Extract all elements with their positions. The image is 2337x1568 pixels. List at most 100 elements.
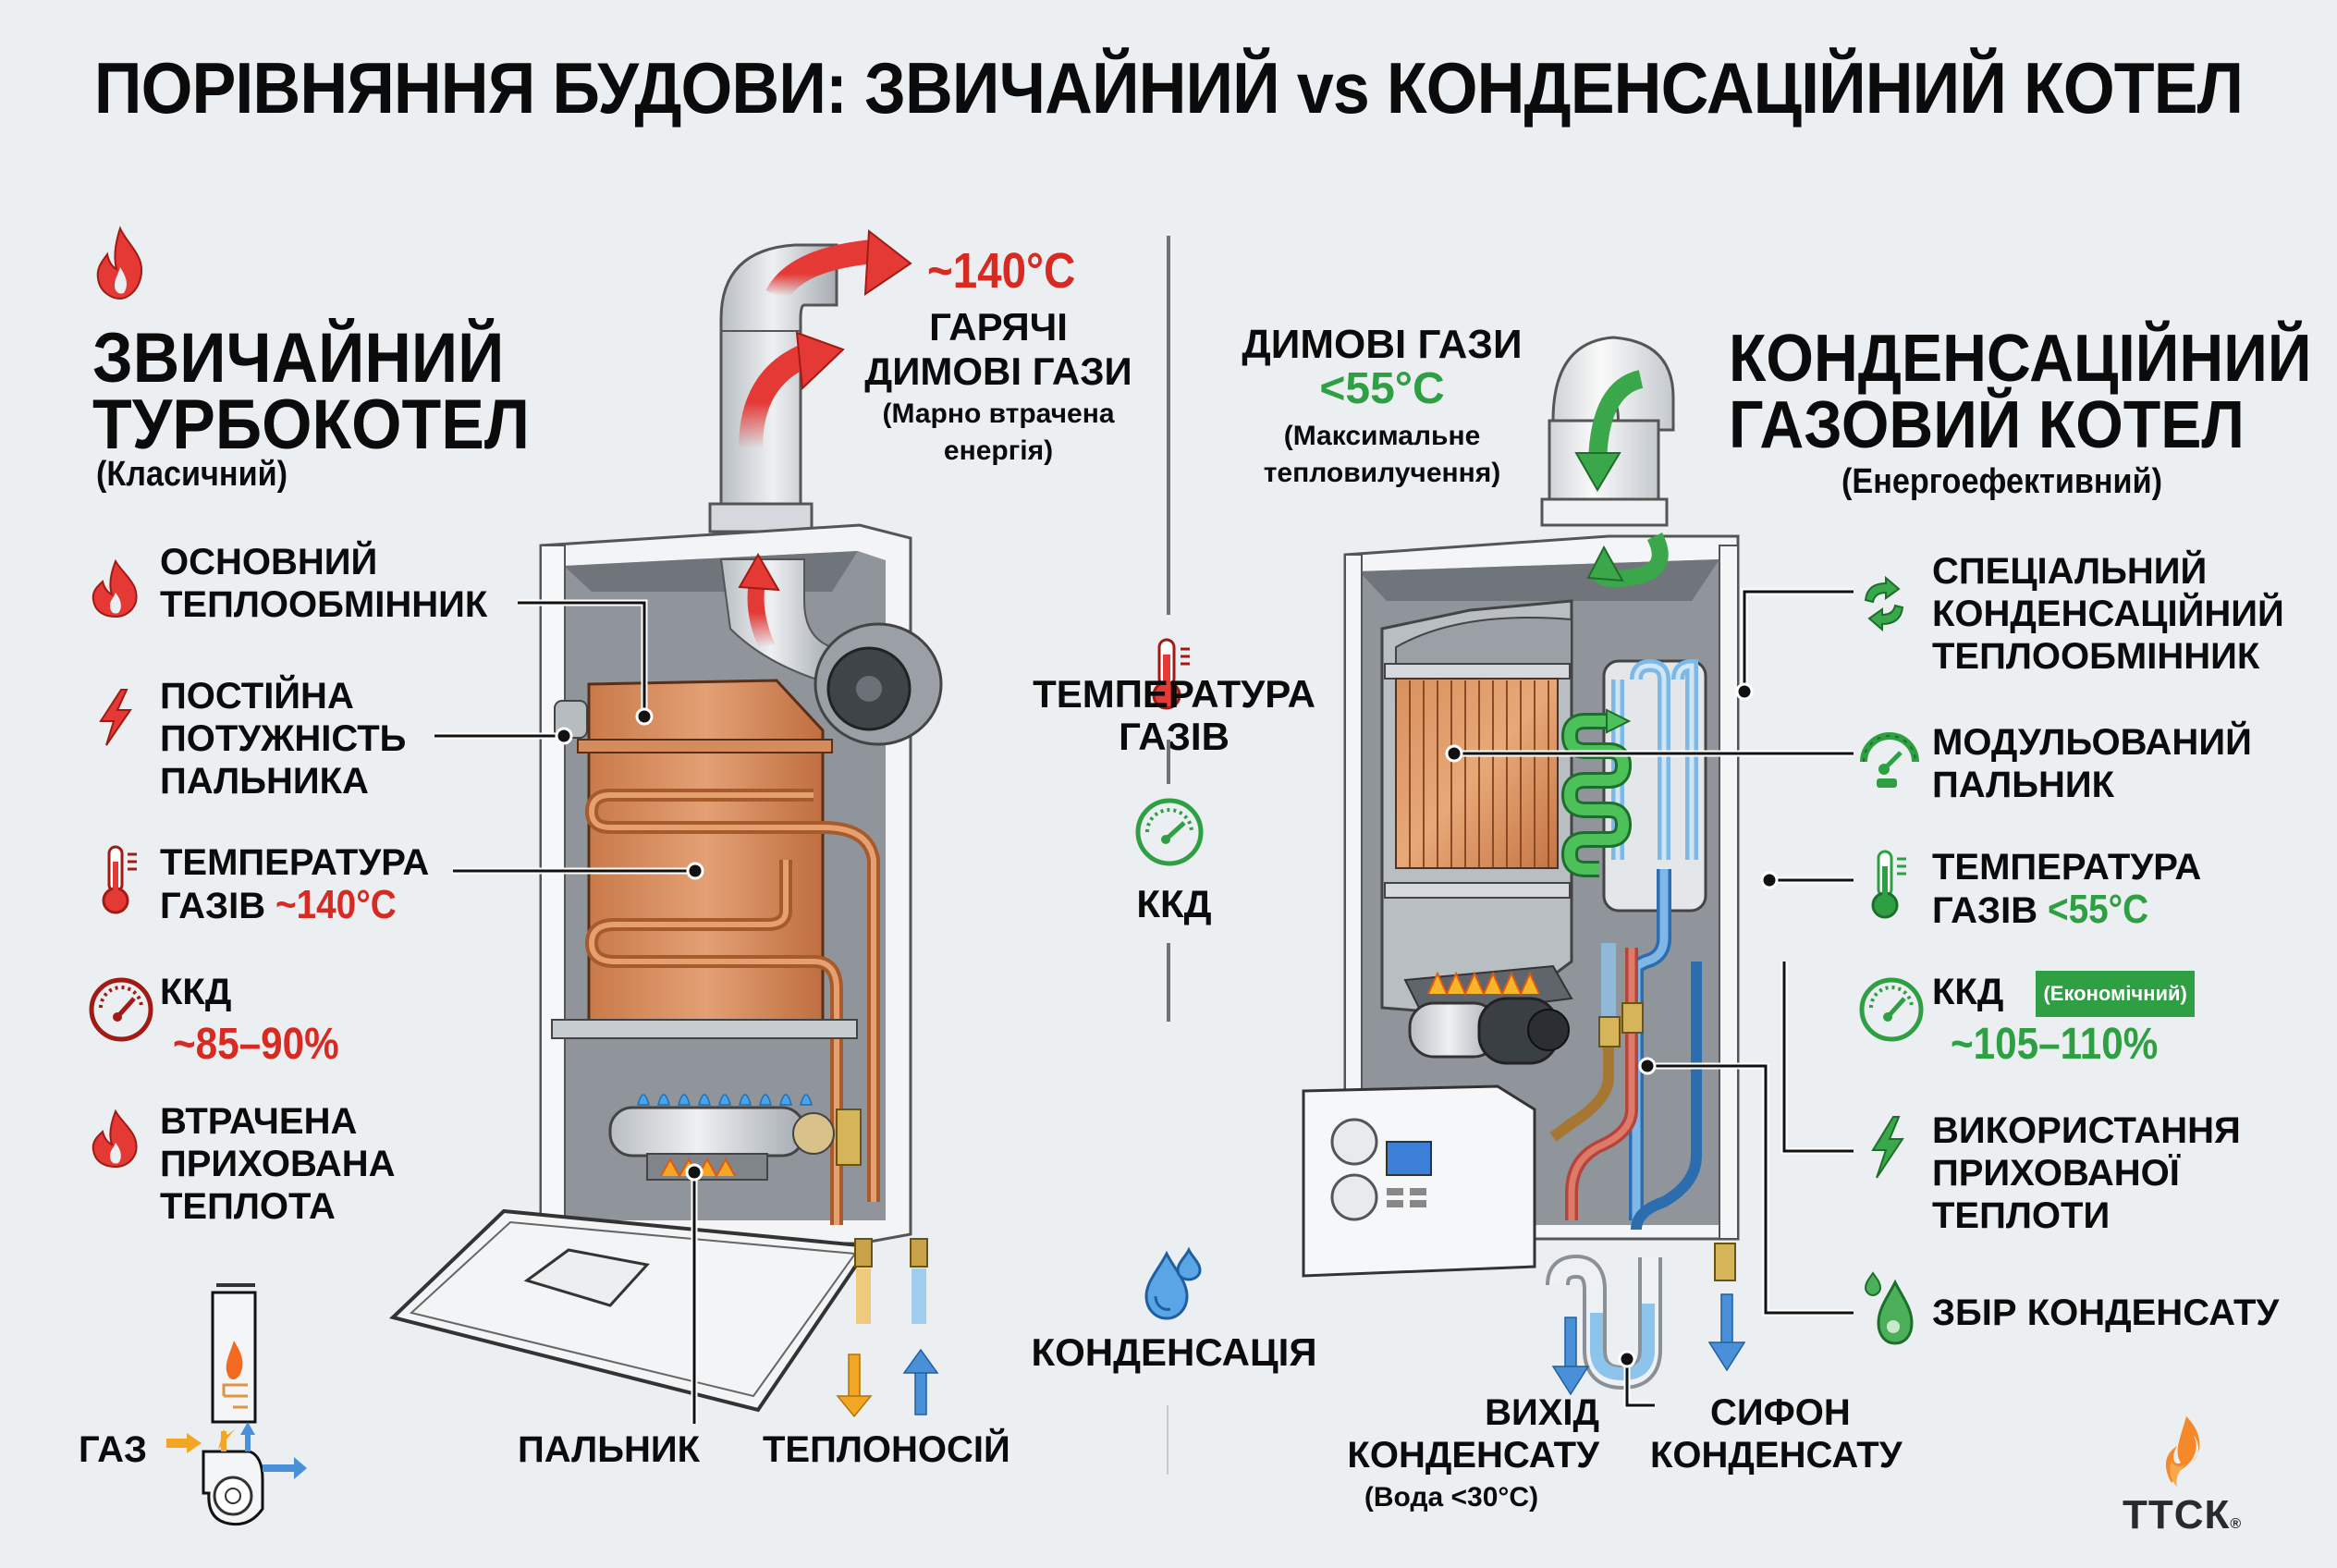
condensing-flue-note-line2: тепловилучення)	[1263, 458, 1501, 488]
flame-icon	[96, 226, 143, 300]
feature-line: СПЕЦІАЛЬНИЙ	[1932, 551, 2208, 592]
conventional-flue-note-line2: енергія)	[943, 435, 1054, 466]
feature-line: ТЕПЛООБМІННИК	[160, 584, 488, 625]
feature-line: ТЕПЛОТИ	[1932, 1195, 2111, 1236]
condensate-siphon	[1546, 1254, 1662, 1390]
conventional-efficiency-value: ~85–90%	[173, 1020, 339, 1069]
center-item-label: ГАЗІВ	[1119, 715, 1230, 758]
outlet-label-line2: КОНДЕНСАТУ	[1347, 1435, 1599, 1476]
conventional-flue-label-line2: ДИМОВІ ГАЗИ	[864, 349, 1132, 393]
feature-line: ВТРАЧЕНА	[160, 1101, 358, 1142]
modulating-burner	[1403, 964, 1573, 1065]
feature-line: ПАЛЬНИК	[1932, 765, 2114, 805]
condensing-flue-label: ДИМОВІ ГАЗИ	[1242, 322, 1523, 367]
fan	[814, 622, 943, 746]
modulation-gauge-icon	[1860, 732, 1919, 788]
feature-line: ГАЗІВ	[1932, 890, 2038, 931]
condensing-flue-note-line1: (Максимальне	[1283, 421, 1481, 451]
water-drops-icon	[1144, 1246, 1202, 1320]
feature-line: МОДУЛЬОВАНИЙ	[1932, 722, 2252, 763]
feature-line: ВИКОРИСТАННЯ	[1932, 1110, 2241, 1151]
conventional-cabinet	[539, 523, 912, 1245]
condensing-title-line1: КОНДЕНСАЦІЙНИЙ	[1729, 322, 2312, 396]
conventional-flue-temperature: ~140°C	[927, 243, 1076, 299]
condensing-gas-temperature-value: <55°C	[2048, 887, 2149, 932]
condensing-subtitle: (Енергоефективний)	[1841, 462, 2162, 501]
condensing-flue-temperature: <55°C	[1319, 364, 1445, 413]
siphon-label-line1: СИФОН	[1710, 1392, 1851, 1433]
feature-line: ККД	[1932, 972, 2004, 1012]
feature-line: ПРИХОВАНОЇ	[1932, 1153, 2180, 1194]
feature-line: ПАЛЬНИКА	[160, 761, 369, 802]
feature-line: ТЕМПЕРАТУРА	[160, 842, 430, 883]
burner	[608, 1094, 862, 1181]
conventional-title-line2: ТУРБОКОТЕЛ	[92, 386, 530, 464]
recycle-icon	[1864, 575, 1904, 632]
flame-icon	[226, 1341, 243, 1379]
coolant-label: ТЕПЛОНОСІЙ	[763, 1429, 1010, 1470]
economic-badge: (Економічний)	[2036, 971, 2195, 1018]
flame-icon	[92, 1109, 138, 1169]
hot-gas-arrow	[739, 345, 810, 449]
thermometer-icon	[1871, 850, 1906, 919]
feature-line: ПОСТІЙНА	[160, 676, 354, 717]
feature-line: ПОТУЖНІСТЬ	[160, 718, 407, 759]
feature-line: ТЕПЛООБМІННИК	[1932, 636, 2260, 677]
logo-text: ТТСК	[2123, 1492, 2231, 1537]
thermometer-icon	[1152, 638, 1190, 710]
condensate-flow-arrows	[1551, 1293, 1746, 1396]
condensing-heat-exchanger-drum	[1384, 617, 1572, 899]
mini-boiler-diagram	[166, 1283, 307, 1526]
center-item-label: ТЕМПЕРАТУРА	[1033, 672, 1315, 716]
flue-pipe	[1540, 336, 1675, 527]
flame-icon	[92, 558, 138, 619]
gauge-icon	[89, 977, 153, 1042]
gauge-icon	[1135, 798, 1204, 866]
feature-line: ГАЗІВ	[160, 886, 266, 926]
center-item-label: КОНДЕНСАЦІЯ	[1031, 1330, 1317, 1374]
feature-line: ККД	[160, 972, 232, 1012]
water-pipes	[1549, 869, 1736, 1281]
conventional-gas-temperature-value: ~140°C	[275, 882, 397, 927]
feature-line: ПРИХОВАНА	[160, 1144, 396, 1184]
feature-line: ТЕМПЕРАТУРА	[1932, 847, 2202, 888]
feature-line: ЗБІР КОНДЕНСАТУ	[1932, 1292, 2280, 1333]
conventional-title-line1: ЗВИЧАЙНИЙ	[92, 319, 505, 398]
leader-lines-right	[1445, 588, 1854, 1409]
center-item-label: ККД	[1136, 882, 1212, 925]
leader-lines-left	[434, 599, 704, 1424]
center-divider	[1167, 236, 1170, 615]
conventional-flue-note-line1: (Марно втрачена	[882, 398, 1115, 429]
gas-label: ГАЗ	[79, 1429, 148, 1470]
coolant-pipes	[854, 1238, 928, 1324]
logo-flame-icon	[2165, 1416, 2200, 1487]
thermometer-icon	[102, 845, 137, 914]
hot-gas-arrow	[765, 239, 875, 302]
outlet-note: (Вода <30°C)	[1364, 1482, 1539, 1513]
feature-line: КОНДЕНСАЦІЙНИЙ	[1932, 594, 2284, 634]
hot-gas-arrow-head	[863, 229, 912, 296]
lightning-icon	[1871, 1116, 1904, 1179]
outlet-label-line1: ВИХІД	[1485, 1392, 1599, 1433]
front-cover	[389, 1208, 873, 1413]
feature-line: ОСНОВНИЙ	[160, 542, 378, 582]
registered-mark: ®	[2230, 1516, 2243, 1532]
center-divider	[1167, 1405, 1168, 1475]
main-heat-exchanger	[554, 679, 880, 1225]
center-divider	[1167, 943, 1170, 1022]
lightning-icon	[99, 689, 132, 746]
conventional-subtitle: (Класичний)	[96, 455, 288, 494]
center-divider	[1167, 740, 1170, 784]
flue-pipe	[708, 243, 838, 533]
condensing-exchanger	[1602, 658, 1707, 913]
condensing-efficiency-value: ~105–110%	[1951, 1020, 2159, 1069]
gauge-icon	[1859, 977, 1924, 1042]
feature-line: ТЕПЛОТА	[160, 1186, 336, 1227]
condensing-title-line2: ГАЗОВИЙ КОТЕЛ	[1729, 388, 2245, 462]
siphon-label-line2: КОНДЕНСАТУ	[1650, 1435, 1903, 1476]
brand-logo: ТТСК®	[2108, 1415, 2256, 1537]
conventional-flue-label-line1: ГАРЯЧІ	[929, 305, 1068, 349]
coolant-flow-arrows	[836, 1348, 939, 1418]
condensing-cabinet	[1343, 534, 1740, 1241]
water-drop-icon	[1864, 1271, 1914, 1345]
